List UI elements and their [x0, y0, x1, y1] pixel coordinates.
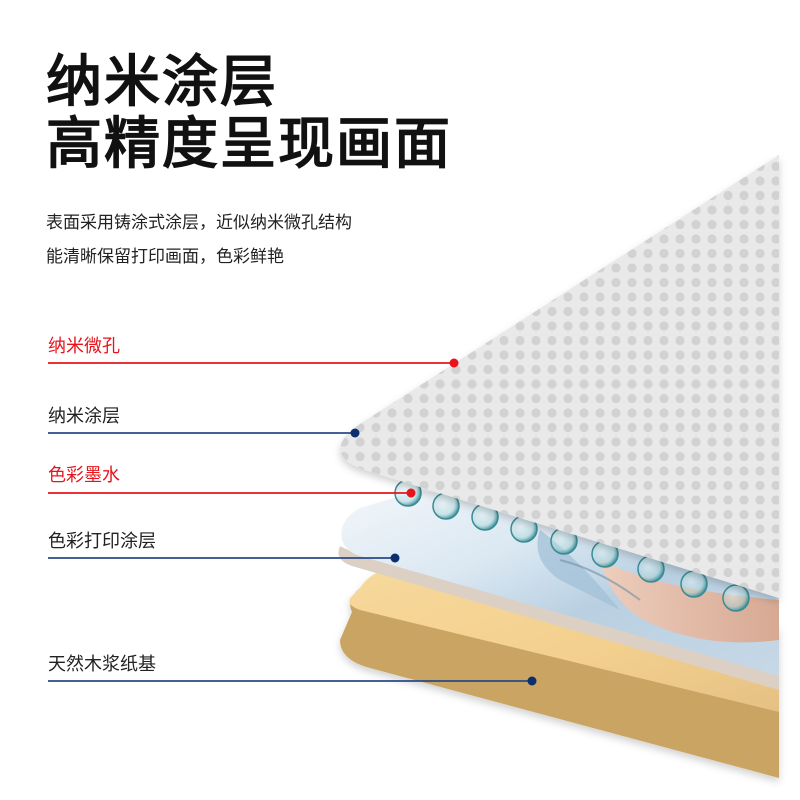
- description-line-1: 表面采用铸涂式涂层，近似纳米微孔结构: [46, 213, 352, 233]
- title-line-2: 高精度呈现画面: [46, 112, 452, 177]
- label-color-print-layer: 色彩打印涂层: [48, 531, 156, 552]
- nano-coating-layer: [340, 155, 779, 598]
- callout-nano-coating-line: [48, 428, 360, 438]
- label-color-ink: 色彩墨水: [48, 465, 120, 486]
- wood-pulp-base-layer: [340, 568, 779, 778]
- page-title: 纳米涂层 高精度呈现画面: [46, 52, 452, 176]
- label-wood-pulp-base: 天然木浆纸基: [48, 654, 156, 675]
- description-line-2: 能清晰保留打印画面，色彩鲜艳: [46, 247, 284, 267]
- title-line-1: 纳米涂层: [46, 50, 278, 115]
- callout-wood-pulp-line: [48, 676, 537, 686]
- label-nano-coating: 纳米涂层: [48, 406, 120, 427]
- callout-color-ink-line: [48, 488, 416, 498]
- description: 表面采用铸涂式涂层，近似纳米微孔结构 能清晰保留打印画面，色彩鲜艳: [46, 206, 352, 274]
- callout-nano-pores-line: [48, 358, 459, 368]
- callout-print-layer-line: [48, 553, 400, 563]
- label-nano-pores: 纳米微孔: [48, 336, 120, 357]
